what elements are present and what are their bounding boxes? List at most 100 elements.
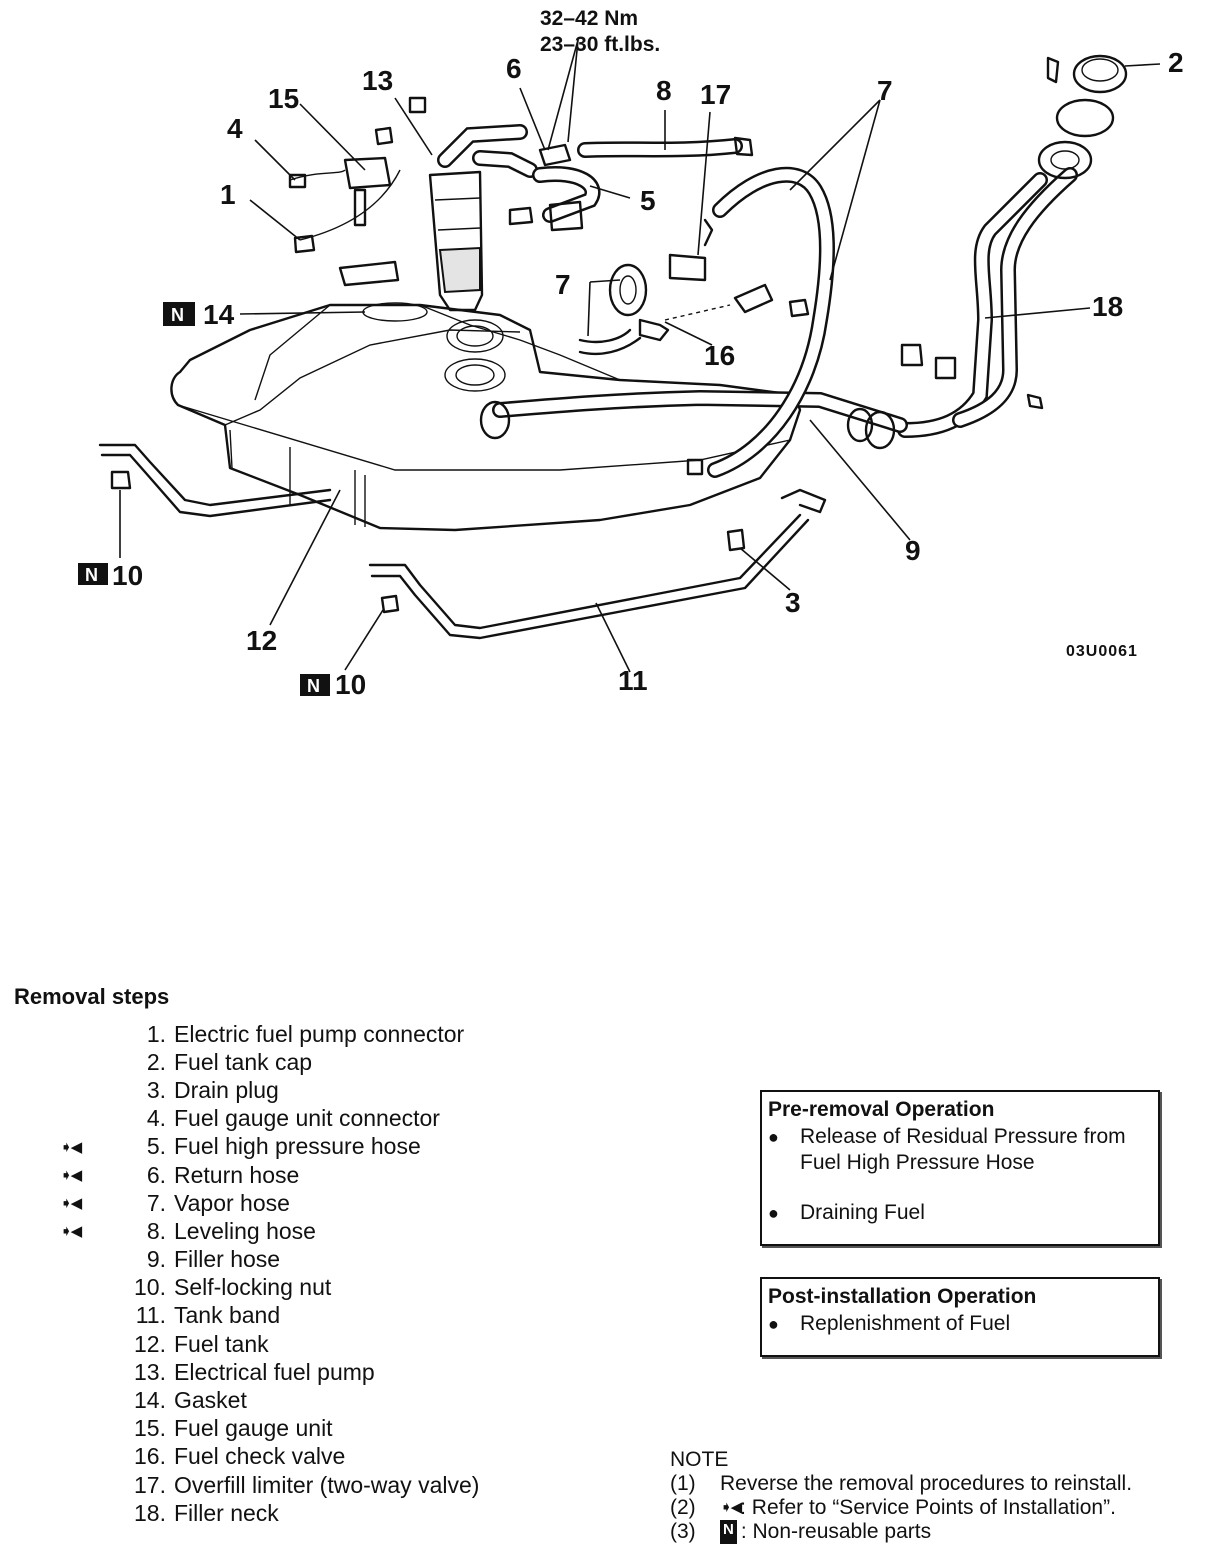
step-number: 7.	[146, 1189, 166, 1216]
callout-14: 14	[203, 299, 235, 330]
step-label: Electrical fuel pump	[174, 1358, 375, 1385]
removal-step: 3. Drain plug	[60, 1076, 479, 1104]
removal-step: 2. Fuel tank cap	[60, 1048, 479, 1076]
removal-step: ➧◀6.Return hose	[60, 1161, 479, 1189]
callout-5: 5	[640, 185, 656, 216]
pre-removal-title: Pre-removal Operation	[768, 1098, 995, 1121]
callout-8: 8	[656, 75, 672, 106]
note-item: (2) ➧◀ : Refer to “Service Points of Ins…	[670, 1496, 1116, 1519]
bullet-icon: ●	[768, 1203, 779, 1223]
step-label: Fuel tank	[174, 1330, 269, 1357]
step-label: Fuel high pressure hose	[174, 1133, 421, 1160]
callout-labels: 32–42 Nm 23–30 ft.lbs. 1 2 3 4 5 6 7 7 8…	[78, 7, 1184, 700]
vapor-hose-drawing	[578, 166, 835, 478]
step-number: 9.	[146, 1246, 166, 1273]
fuel-tank-exploded-diagram: 32–42 Nm 23–30 ft.lbs. 1 2 3 4 5 6 7 7 8…	[78, 7, 1184, 700]
service-point-icon: ➧◀	[60, 1195, 82, 1213]
svg-text:N: N	[171, 305, 184, 325]
post-installation-item: ● Replenishment of Fuel	[768, 1312, 1011, 1335]
callout-12: 12	[246, 625, 277, 656]
step-label: Self-locking nut	[174, 1274, 332, 1301]
filler-neck-drawing	[479, 54, 1128, 450]
step-number: 17.	[134, 1471, 166, 1498]
callout-11: 11	[618, 665, 648, 696]
service-point-icon: ➧◀	[60, 1167, 82, 1185]
non-reusable-icon: N	[720, 1520, 737, 1544]
removal-step: 15.Fuel gauge unit	[60, 1415, 479, 1443]
step-label: Filler hose	[174, 1246, 281, 1273]
bullet-icon: ●	[768, 1127, 779, 1147]
torque-ftlbs-label: 23–30 ft.lbs.	[540, 33, 660, 56]
callout-9: 9	[905, 535, 921, 566]
step-number: 14.	[134, 1387, 166, 1414]
note-item: (3) N : Non-reusable parts	[670, 1520, 932, 1544]
step-number: 5.	[146, 1133, 166, 1160]
callout-1: 1	[220, 179, 236, 210]
removal-step: ➧◀ 8. Leveling hose	[60, 1217, 479, 1245]
step-label: Electric fuel pump connector	[174, 1020, 465, 1047]
callout-4: 4	[227, 113, 243, 144]
removal-steps-title: Removal steps	[14, 984, 170, 1009]
removal-step: 10. Self-locking nut	[60, 1274, 479, 1302]
callout-18: 18	[1092, 291, 1123, 322]
callout-2: 2	[1168, 47, 1184, 78]
callout-7-right: 7	[877, 75, 893, 106]
note-item: (1) Reverse the removal procedures to re…	[670, 1472, 1133, 1495]
step-number: 4.	[146, 1105, 166, 1132]
step-label: Gasket	[174, 1387, 247, 1414]
step-number: 11.	[135, 1302, 166, 1329]
non-reusable-mark-10-left: N	[78, 563, 108, 585]
removal-step: 11. Tank band	[60, 1302, 479, 1330]
step-label: Fuel tank cap	[174, 1048, 313, 1075]
fuel-tank-drawing	[170, 302, 802, 532]
note-section: NOTE (1) Reverse the removal procedures …	[670, 1448, 1132, 1544]
callout-10-bottom: 10	[335, 669, 366, 700]
step-number: 13.	[134, 1358, 166, 1385]
removal-step: 9. Filler hose	[60, 1246, 479, 1274]
removal-step: ➧◀5.Fuel high pressure hose	[60, 1133, 479, 1161]
leader-lines	[119, 39, 1161, 673]
removal-step: 17. Overfill limiter (two-way valve)	[60, 1471, 479, 1499]
step-label: Fuel check valve	[174, 1443, 346, 1470]
callout-10-left: 10	[112, 560, 143, 591]
post-installation-title: Post-installation Operation	[768, 1285, 1037, 1308]
step-number: 16.	[134, 1443, 166, 1470]
step-number: 3.	[146, 1076, 166, 1103]
step-label: Fuel gauge unit	[174, 1415, 333, 1442]
non-reusable-mark-10-bottom: N	[300, 674, 330, 696]
pre-removal-item: ● Draining Fuel	[768, 1201, 925, 1224]
step-number: 8.	[146, 1217, 166, 1244]
step-number: 1.	[146, 1020, 166, 1047]
callout-15: 15	[268, 83, 299, 114]
torque-nm-label: 32–42 Nm	[540, 7, 638, 30]
callout-16: 16	[704, 340, 735, 371]
callout-3: 3	[785, 587, 801, 618]
service-point-icon: ➧◀	[720, 1499, 742, 1516]
removal-step: 1. Electric fuel pump connector	[60, 1020, 479, 1048]
callout-13: 13	[362, 65, 393, 96]
bullet-icon: ●	[768, 1314, 779, 1334]
step-label: Drain plug	[174, 1076, 279, 1103]
non-reusable-mark-14: N	[163, 302, 195, 326]
removal-step: 12. Fuel tank	[60, 1330, 479, 1358]
step-label: Filler neck	[174, 1499, 279, 1526]
note-title: NOTE	[670, 1448, 729, 1471]
step-number: 2.	[146, 1048, 166, 1075]
step-label: Vapor hose	[174, 1189, 290, 1216]
step-label: Leveling hose	[174, 1217, 316, 1244]
service-point-icon: ➧◀	[60, 1223, 82, 1241]
step-number: 12.	[134, 1330, 166, 1357]
svg-text:N: N	[307, 676, 320, 696]
removal-step: 16. Fuel check valve	[60, 1443, 479, 1471]
step-label: Tank band	[174, 1302, 281, 1329]
removal-step: ➧◀ 7. Vapor hose	[60, 1189, 479, 1217]
removal-step: 18.Filler neck	[60, 1499, 479, 1527]
tank-band-drawing	[98, 443, 827, 640]
removal-steps-list: 1. Electric fuel pump connector 2. Fuel tan…	[60, 1020, 479, 1527]
pre-removal-item: ● Release of Residual Pressure from Fuel…	[768, 1125, 1126, 1174]
svg-text:N: N	[85, 565, 98, 585]
removal-step: 14. Gasket	[60, 1386, 479, 1414]
step-number: 10.	[134, 1274, 166, 1301]
step-label: Overfill limiter (two-way valve)	[174, 1471, 480, 1498]
callout-7-left: 7	[555, 269, 571, 300]
